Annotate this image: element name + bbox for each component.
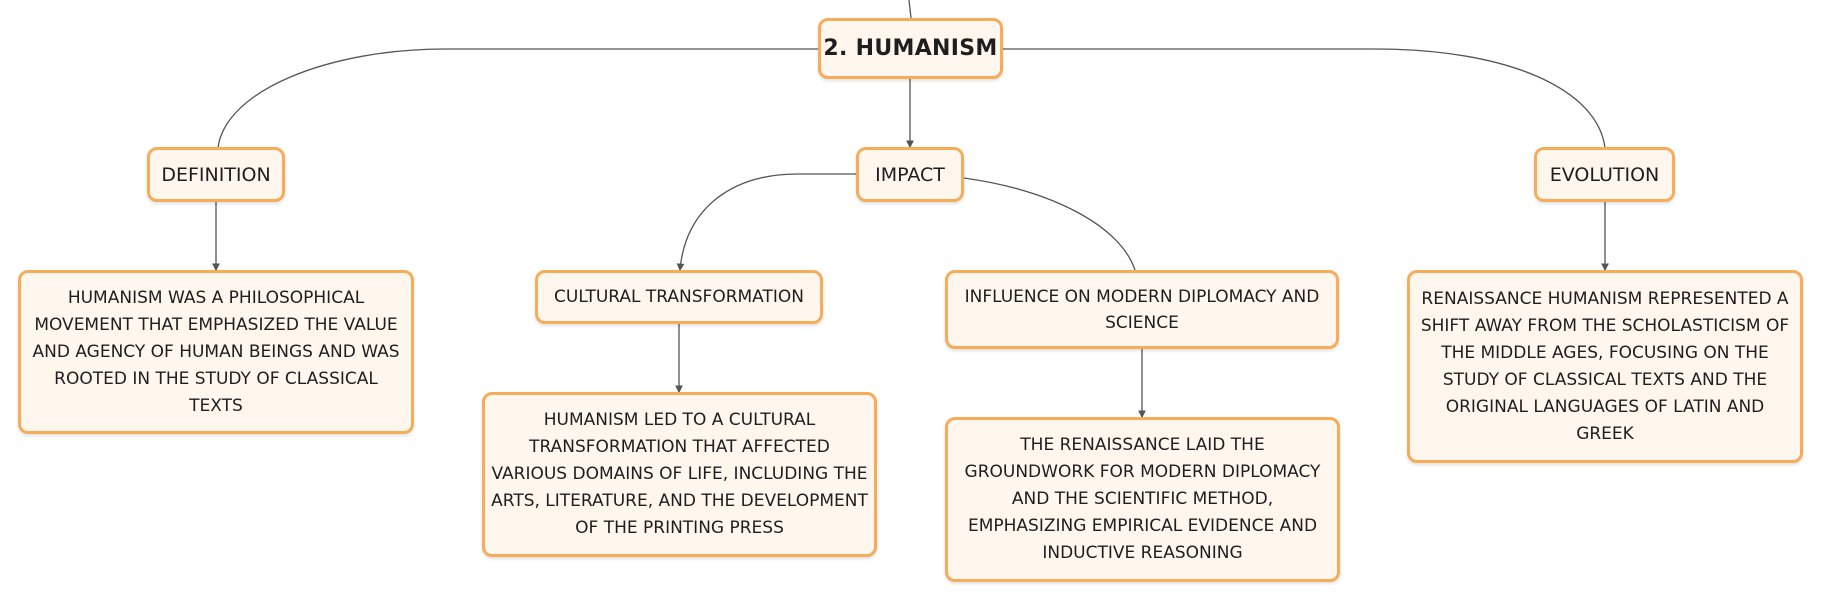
connector-root-to-definition — [217, 48, 820, 149]
evolution-detail-text: RENAISSANCE HUMANISM REPRESENTED A SHIFT… — [1420, 288, 1790, 444]
connector-parent-to-root — [908, 0, 912, 19]
influence-detail-node[interactable]: THE RENAISSANCE LAID THE GROUNDWORK FOR … — [945, 417, 1340, 582]
root-node-label: 2. HUMANISM — [823, 36, 998, 61]
definition-detail-node[interactable]: HUMANISM WAS A PHILOSOPHICAL MOVEMENT TH… — [18, 270, 414, 434]
evolution-node[interactable]: EVOLUTION — [1534, 147, 1675, 202]
connector-impact-to-influence — [963, 177, 1136, 271]
connector-impact-to-cultural — [676, 173, 858, 272]
cultural-transformation-label: CULTURAL TRANSFORMATION — [554, 287, 804, 307]
impact-node[interactable]: IMPACT — [856, 147, 964, 202]
impact-node-label: IMPACT — [875, 163, 945, 186]
cultural-transformation-detail-node[interactable]: HUMANISM LED TO A CULTURAL TRANSFORMATIO… — [482, 392, 877, 557]
evolution-detail-node[interactable]: RENAISSANCE HUMANISM REPRESENTED A SHIFT… — [1407, 270, 1803, 463]
root-node[interactable]: 2. HUMANISM — [818, 18, 1003, 79]
connector-root-to-evolution — [1000, 48, 1606, 149]
evolution-node-label: EVOLUTION — [1549, 163, 1660, 186]
cultural-transformation-detail-text: HUMANISM LED TO A CULTURAL TRANSFORMATIO… — [491, 410, 868, 538]
definition-node[interactable]: DEFINITION — [147, 147, 285, 202]
influence-node-label: INFLUENCE ON MODERN DIPLOMACY AND SCIENC… — [964, 286, 1320, 333]
definition-node-label: DEFINITION — [161, 163, 271, 186]
influence-detail-text: THE RENAISSANCE LAID THE GROUNDWORK FOR … — [964, 435, 1321, 563]
definition-detail-text: HUMANISM WAS A PHILOSOPHICAL MOVEMENT TH… — [32, 287, 400, 416]
cultural-transformation-node[interactable]: CULTURAL TRANSFORMATION — [535, 270, 823, 324]
influence-node[interactable]: INFLUENCE ON MODERN DIPLOMACY AND SCIENC… — [945, 270, 1339, 349]
